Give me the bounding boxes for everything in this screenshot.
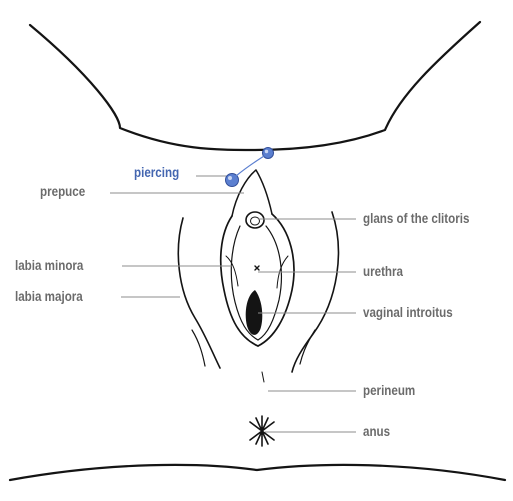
labia-majora-right (292, 212, 338, 372)
piercing-bar (236, 156, 264, 176)
buttocks-contour (10, 465, 505, 480)
label-perineum: perineum (363, 383, 415, 399)
torso-contour (30, 22, 480, 150)
labia-minora-right (258, 214, 294, 346)
label-glans-of-the-clitoris: glans of the clitoris (363, 211, 469, 227)
label-vaginal-introitus: vaginal introitus (363, 305, 453, 321)
labia-majora-fold-left (192, 330, 205, 366)
glans-inner (251, 217, 260, 225)
label-anus: anus (363, 424, 390, 440)
label-labia-majora: labia majora (15, 289, 83, 305)
label-urethra: urethra (363, 264, 403, 280)
label-piercing: piercing (134, 165, 179, 181)
urethra-mark (255, 266, 259, 270)
glans-shape (246, 212, 264, 228)
anus-mark (250, 416, 274, 446)
piercing-bead-right (263, 148, 274, 159)
perineum-mark (262, 372, 264, 382)
piercing-jewelry (226, 148, 274, 187)
label-labia-minora: labia minora (15, 258, 83, 274)
label-prepuce: prepuce (40, 184, 85, 200)
